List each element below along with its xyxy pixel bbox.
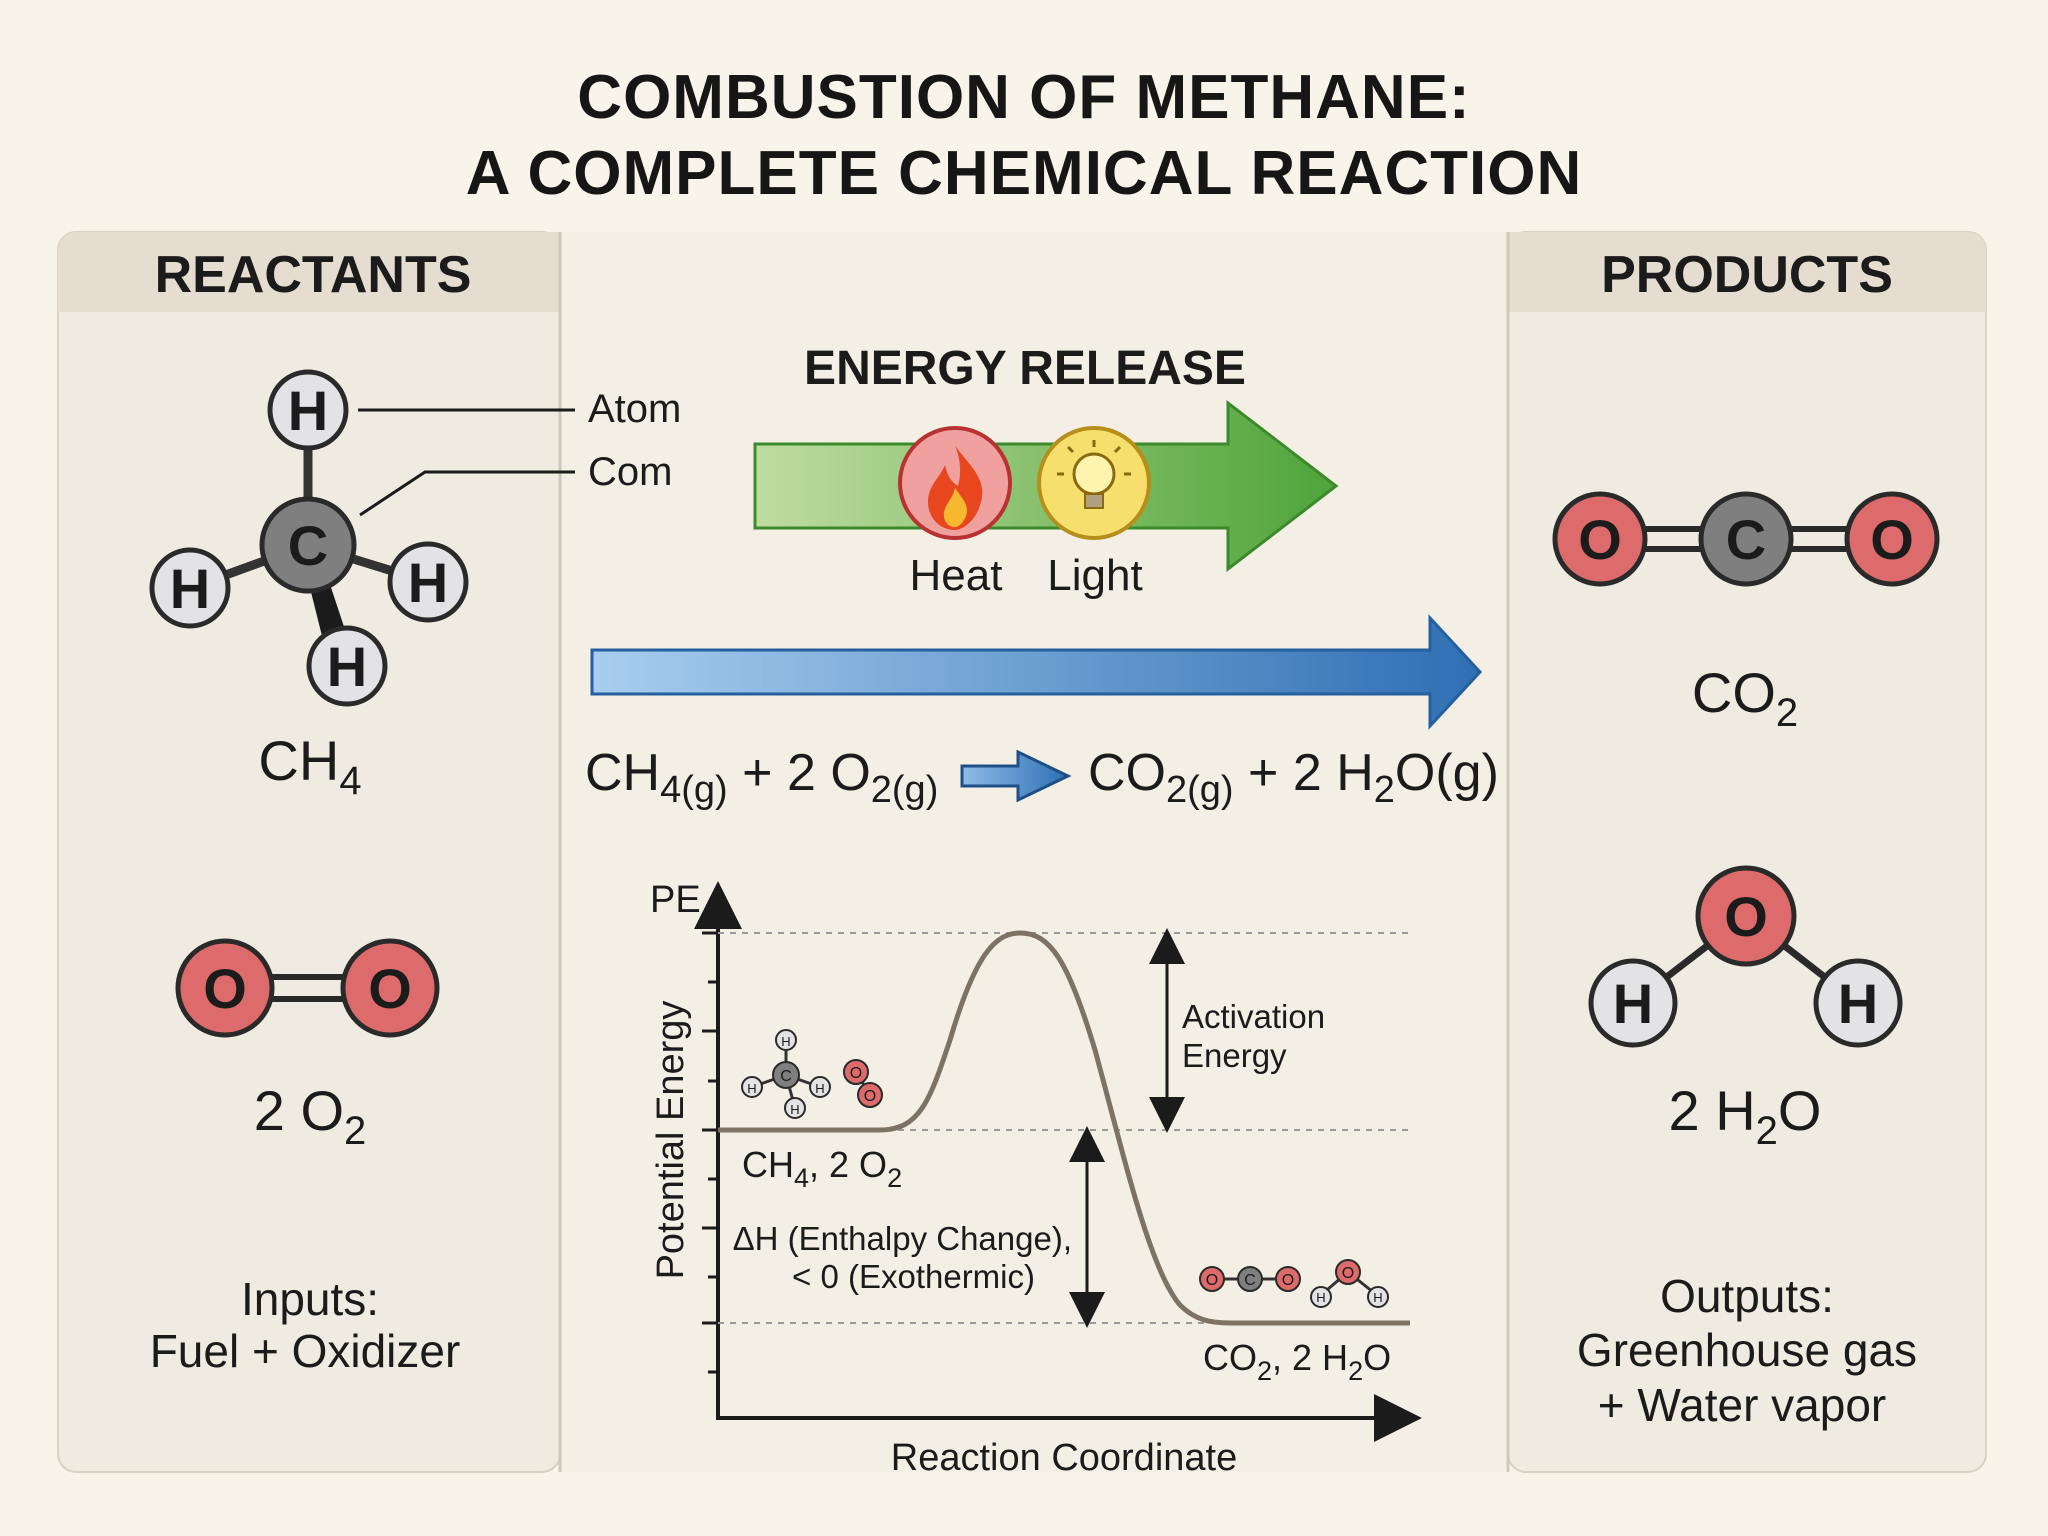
svg-text:C: C bbox=[1726, 508, 1766, 571]
energy-curve bbox=[718, 930, 1410, 1326]
energy-release-title: ENERGY RELEASE bbox=[804, 342, 1246, 395]
title-line-2: A COMPLETE CHEMICAL REACTION bbox=[466, 139, 1582, 208]
atom-hydrogen-right: H bbox=[387, 541, 469, 623]
atom-oxygen-right: O bbox=[1844, 491, 1940, 587]
svg-text:H: H bbox=[1316, 1290, 1325, 1305]
atom-oxygen-right: O bbox=[340, 938, 440, 1038]
reactants-header: REACTANTS bbox=[155, 246, 472, 304]
equation-arrow bbox=[960, 749, 1072, 803]
y-axis-label: Potential Energy bbox=[650, 1001, 692, 1280]
methane-formula: CH4 bbox=[258, 729, 361, 803]
co2-formula: CO2 bbox=[1692, 661, 1798, 735]
svg-text:C: C bbox=[780, 1068, 792, 1085]
com-label: Com bbox=[588, 450, 672, 494]
light-label: Light bbox=[1047, 551, 1142, 600]
svg-text:H: H bbox=[1613, 972, 1653, 1035]
water-formula: 2 H2O bbox=[1669, 1079, 1822, 1153]
activation-label-1: Activation bbox=[1182, 998, 1325, 1035]
atom-oxygen-left: O bbox=[1552, 491, 1648, 587]
mini-co2: O C O bbox=[1199, 1266, 1301, 1292]
outputs-label: Outputs: bbox=[1660, 1270, 1834, 1322]
title-line-1: COMBUSTION OF METHANE: bbox=[577, 63, 1470, 132]
callouts: Atom Com bbox=[358, 387, 681, 517]
enthalpy-label-2: < 0 (Exothermic) bbox=[792, 1258, 1035, 1295]
oxygen-formula: 2 O2 bbox=[254, 1079, 367, 1153]
atom-hydrogen-top: H bbox=[267, 369, 349, 451]
atom-label: Atom bbox=[588, 387, 681, 431]
atom-hydrogen-left: H bbox=[1588, 958, 1678, 1048]
svg-text:H: H bbox=[781, 1034, 790, 1049]
water-molecule: O H H bbox=[1588, 865, 1903, 1048]
svg-text:O: O bbox=[864, 1088, 876, 1105]
svg-text:O: O bbox=[1206, 1272, 1218, 1289]
enthalpy-label-1: ΔH (Enthalpy Change), bbox=[733, 1220, 1072, 1257]
svg-text:O: O bbox=[1724, 885, 1768, 948]
flame-icon bbox=[898, 426, 1012, 540]
mini-oxygen: O O bbox=[843, 1059, 883, 1108]
reactants-panel: REACTANTS bbox=[57, 231, 562, 1473]
mini-methane: C H H H H bbox=[741, 1029, 831, 1119]
svg-text:H: H bbox=[1838, 972, 1878, 1035]
oxygen-molecule: O O bbox=[175, 938, 440, 1038]
svg-text:O: O bbox=[203, 957, 247, 1020]
products-header: PRODUCTS bbox=[1601, 246, 1893, 304]
svg-text:O: O bbox=[850, 1065, 862, 1082]
svg-text:H: H bbox=[408, 551, 448, 614]
svg-text:H: H bbox=[790, 1102, 799, 1117]
co2-molecule: O C O bbox=[1552, 491, 1940, 587]
svg-text:H: H bbox=[327, 635, 367, 698]
atom-hydrogen-left: H bbox=[149, 547, 231, 629]
methane-molecule: C H H H H bbox=[149, 369, 469, 707]
svg-text:CO2(g) + 2 H2O(g): CO2(g) + 2 H2O(g) bbox=[1088, 744, 1499, 811]
y-axis-ticks bbox=[702, 931, 718, 1374]
svg-text:O: O bbox=[1342, 1265, 1354, 1282]
heat-label: Heat bbox=[910, 551, 1003, 600]
svg-text:H: H bbox=[815, 1081, 824, 1096]
y-axis-short-label: PE bbox=[650, 879, 701, 921]
lightbulb-icon bbox=[1037, 426, 1151, 540]
svg-text:H: H bbox=[288, 379, 328, 442]
svg-text:O: O bbox=[1578, 508, 1622, 571]
svg-text:O: O bbox=[368, 957, 412, 1020]
mini-water: O H H bbox=[1310, 1259, 1389, 1308]
svg-text:C: C bbox=[288, 514, 328, 577]
svg-text:O: O bbox=[1870, 508, 1914, 571]
activation-label-2: Energy bbox=[1182, 1037, 1287, 1074]
svg-text:C: C bbox=[1244, 1272, 1256, 1289]
atom-hydrogen-right: H bbox=[1813, 958, 1903, 1048]
x-axis-label: Reaction Coordinate bbox=[891, 1437, 1237, 1479]
atom-oxygen: O bbox=[1695, 865, 1797, 967]
inputs-description: Fuel + Oxidizer bbox=[150, 1325, 461, 1377]
energy-profile-diagram: PE Potential Energy Reaction Coordinate … bbox=[650, 879, 1422, 1479]
product-level-label: CO2, 2 H2O bbox=[1203, 1337, 1391, 1386]
atom-carbon: C bbox=[1698, 491, 1794, 587]
chemical-equation: CH4(g) + 2 O2(g) CO2(g) + 2 H2O(g) bbox=[585, 744, 1499, 811]
atom-hydrogen-bottom: H bbox=[306, 625, 388, 707]
atom-carbon: C bbox=[259, 496, 357, 594]
svg-text:H: H bbox=[1373, 1290, 1382, 1305]
outputs-line-3: + Water vapor bbox=[1598, 1379, 1886, 1431]
svg-text:H: H bbox=[747, 1081, 756, 1096]
svg-text:CH4(g) + 2 O2(g): CH4(g) + 2 O2(g) bbox=[585, 744, 938, 811]
svg-text:O: O bbox=[1282, 1272, 1294, 1289]
atom-oxygen-left: O bbox=[175, 938, 275, 1038]
outputs-line-2: Greenhouse gas bbox=[1577, 1324, 1917, 1376]
reactant-level-label: CH4, 2 O2 bbox=[742, 1144, 902, 1193]
svg-text:H: H bbox=[170, 557, 210, 620]
inputs-label: Inputs: bbox=[241, 1273, 379, 1325]
reaction-arrow bbox=[590, 614, 1483, 730]
